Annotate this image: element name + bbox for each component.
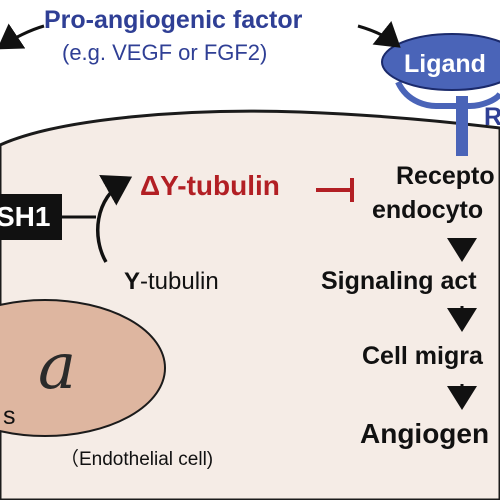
receptor	[395, 80, 500, 109]
y-tubulin-label: Y-tubulin	[124, 268, 219, 296]
receptor-label: R	[484, 103, 500, 131]
arrow-factor-to-ligand	[357, 21, 401, 48]
endothelial-cell-label: （Endothelial cell)	[60, 449, 214, 470]
y-tubulin-suffix: -tubulin	[140, 268, 219, 295]
angiogenesis-label: Angiogen	[360, 418, 490, 449]
ligand	[381, 33, 500, 91]
receptor-endocytosis-line1: Recepto	[396, 162, 495, 190]
cell-migration-label: Cell migra	[362, 342, 483, 370]
enzyme-label: SH1	[0, 194, 62, 240]
signaling-activation-label: Signaling act	[321, 267, 477, 295]
receptor-endocytosis-line2: endocyto	[372, 196, 484, 224]
pro-angiogenic-factor-examples: (e.g. VEGF or FGF2)	[62, 40, 268, 65]
ligand-label: Ligand	[404, 50, 486, 78]
delta-y-tubulin-label: ΔY-tubulin	[140, 170, 280, 201]
pro-angiogenic-factor-title: Pro-angiogenic factor	[44, 6, 303, 34]
y-tubulin-symbol: Y	[124, 268, 141, 295]
nucleus	[0, 299, 166, 437]
nucleus-script: a	[38, 330, 76, 404]
receptor-stem	[456, 96, 468, 156]
arrow-tubulin-conversion	[95, 175, 133, 263]
nucleus-text-fragment: s	[3, 402, 16, 430]
arrow-factor-left	[0, 23, 45, 50]
